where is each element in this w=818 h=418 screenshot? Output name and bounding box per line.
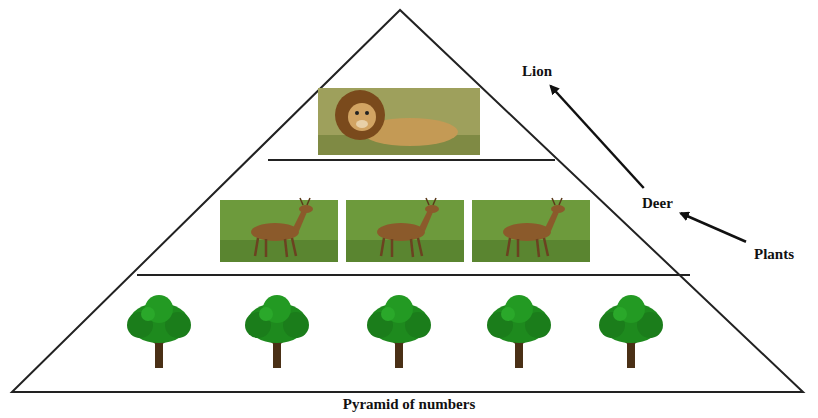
- energy-arrow: [551, 86, 644, 188]
- level-name: Plants: [754, 246, 794, 262]
- energy-arrow: [681, 213, 746, 242]
- level-label: Plants: [750, 243, 798, 265]
- level-label: Deer: [638, 192, 677, 214]
- caption: Pyramid of numbers: [0, 396, 818, 413]
- level-name: Lion: [522, 63, 552, 79]
- level-label: Lion: [518, 60, 556, 82]
- level-name: Deer: [642, 195, 673, 211]
